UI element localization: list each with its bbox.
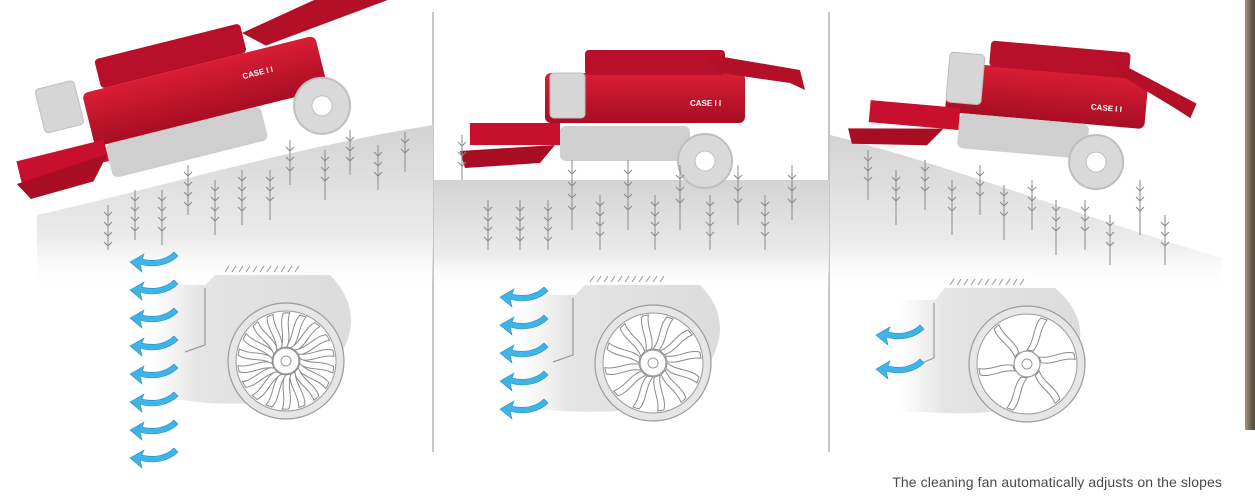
panel-downhill: CASE I I [830, 29, 1222, 422]
airflow-arrow-icon [130, 448, 178, 468]
cleaning-fan-icon [520, 276, 720, 421]
airflow-arrow-icon [130, 420, 178, 440]
combine-harvester-icon: CASE I I [460, 50, 805, 188]
ground-level [434, 180, 829, 290]
cleaning-fan-icon [150, 266, 351, 419]
cleaning-fan-icon [900, 279, 1085, 422]
diagram-caption: The cleaning fan automatically adjusts o… [892, 474, 1222, 490]
panel-uphill: CASE I I [0, 0, 440, 468]
ground-slope [830, 135, 1222, 290]
panel-level: CASE I I [434, 50, 829, 421]
svg-text:CASE I I: CASE I I [690, 99, 721, 108]
photo-edge [1245, 0, 1255, 430]
crop-stalk-icon [1136, 180, 1144, 235]
